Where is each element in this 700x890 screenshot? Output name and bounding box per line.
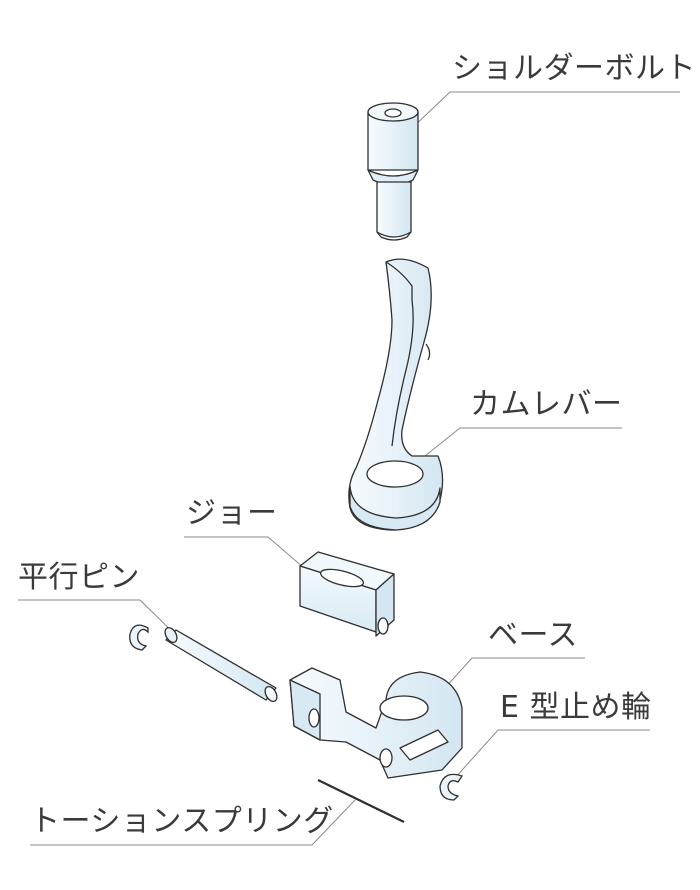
jaw-part [299,551,395,637]
leader-e-ring [454,729,650,779]
label-torsion-spring: トーションスプリング [30,804,334,839]
shoulder-bolt-part [367,102,419,241]
leader-cam-lever [419,427,622,461]
label-cam-lever: カムレバー [470,387,623,422]
parallel-pin-part [164,626,278,703]
label-base: ベース [488,618,578,653]
leader-torsion-spring [30,799,356,846]
label-shoulder-bolt: ショルダーボルト [452,51,696,86]
leader-parallel-pin [18,599,189,648]
label-jaw: ジョー [186,496,278,531]
cam-lever-part [348,258,444,531]
label-e-ring: E 型止め輪 [500,690,652,725]
e-ring-right-part [439,773,464,801]
base-part [289,667,463,779]
leader-jaw [184,536,319,581]
torsion-spring-part [317,779,405,823]
label-parallel-pin: 平行ピン [18,560,140,595]
e-ring-left-part [129,624,149,651]
leader-shoulder-bolt [409,91,680,131]
